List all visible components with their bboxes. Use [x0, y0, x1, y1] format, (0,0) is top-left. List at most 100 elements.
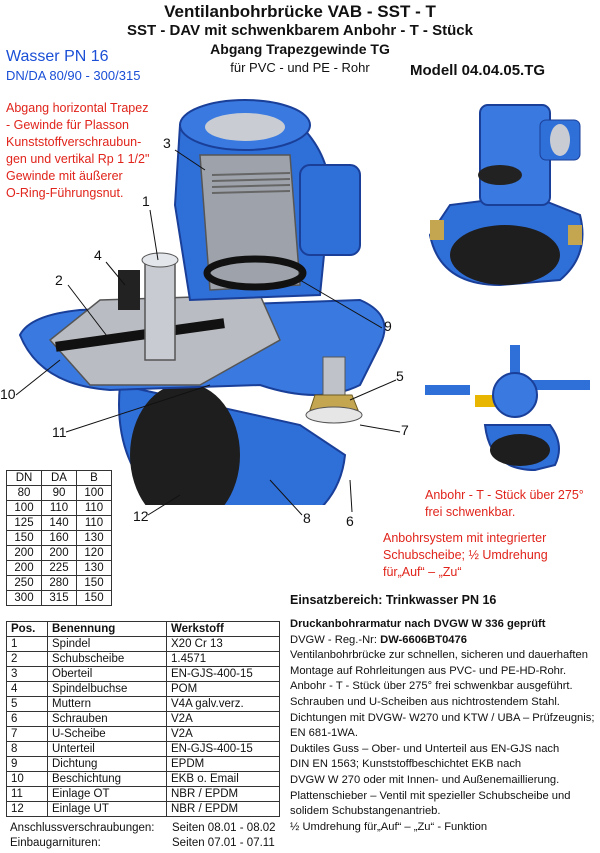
table-cell: V4A galv.verz. — [166, 696, 280, 712]
callout-7: 7 — [401, 422, 409, 438]
callout-5: 5 — [396, 368, 404, 384]
table-cell: Unterteil — [47, 741, 167, 757]
callout-12: 12 — [133, 508, 149, 524]
table-cell: 130 — [76, 530, 112, 546]
title-line-3: Abgang Trapezgewinde TG — [210, 41, 390, 57]
table-header: Pos. — [6, 621, 48, 637]
table-cell: 80 — [6, 485, 42, 501]
table-cell: 280 — [41, 575, 77, 591]
note-abgang: Abgang horizontal Trapez - Gewinde für P… — [6, 100, 176, 202]
table-cell: Oberteil — [47, 666, 167, 682]
table-cell: EN-GJS-400-15 — [166, 666, 280, 682]
callout-6: 6 — [346, 513, 354, 529]
table-cell: EKB o. Email — [166, 771, 280, 787]
table-cell: 225 — [41, 560, 77, 576]
table-cell: 150 — [76, 575, 112, 591]
description-line: DVGW W 270 oder mit Innen- und Außenemai… — [290, 773, 560, 786]
table-cell: 3 — [6, 666, 48, 682]
table-cell: 125 — [6, 515, 42, 531]
description-line: EN 681-1WA. — [290, 727, 358, 740]
note-line: Kunststoffverschraubun- — [6, 135, 142, 149]
table-cell: U-Scheibe — [47, 726, 167, 742]
callout-8: 8 — [303, 510, 311, 526]
medium-label: Wasser PN 16 — [6, 48, 109, 65]
footer-label: Einbaugarnituren: — [10, 837, 101, 849]
table-cell: 160 — [41, 530, 77, 546]
table-cell: 6 — [6, 711, 48, 727]
callout-3: 3 — [163, 135, 171, 151]
table-header-row: DN DA B — [6, 470, 112, 486]
table-cell: Schrauben — [47, 711, 167, 727]
table-cell: 110 — [76, 515, 112, 531]
table-cell: 11 — [6, 786, 48, 802]
table-cell: 110 — [41, 500, 77, 516]
description-line: Plattenschieber – Ventil mit spezieller … — [290, 789, 571, 802]
callout-1: 1 — [142, 193, 150, 209]
table-cell: Beschichtung — [47, 771, 167, 787]
note-line: Gewinde mit äußerer — [6, 169, 123, 183]
table-cell: 100 — [76, 485, 112, 501]
table-cell: X20 Cr 13 — [166, 636, 280, 652]
table-cell: 130 — [76, 560, 112, 576]
title-line-4: für PVC - und PE - Rohr — [230, 60, 370, 75]
description-line: Dichtungen mit DVGW- W270 und KTW / UBA … — [290, 711, 595, 724]
table-cell: 1.4571 — [166, 651, 280, 667]
description-subheading: Druckanbohrarmatur nach DVGW W 336 geprü… — [290, 618, 546, 630]
table-cell: 12 — [6, 801, 48, 817]
table-cell: 9 — [6, 756, 48, 772]
table-cell: POM — [166, 681, 280, 697]
description-line: ½ Umdrehung für„Auf“ – „Zu“ - Funktion — [290, 820, 488, 833]
table-cell: Einlage OT — [47, 786, 167, 802]
footer-label: Anschlussverschraubungen: — [10, 822, 155, 834]
note-anbohr: Anbohrsystem mit integrierter Schubschei… — [383, 530, 598, 581]
note-line: Abgang horizontal Trapez — [6, 101, 149, 115]
model-number: Modell 04.04.05.TG — [410, 62, 546, 79]
note-schwenk: Anbohr - T - Stück über 275° frei schwen… — [425, 487, 595, 521]
table-cell: NBR / EPDM — [166, 786, 280, 802]
table-cell: EN-GJS-400-15 — [166, 741, 280, 757]
table-cell: 200 — [6, 545, 42, 561]
title-line-2: SST - DAV mit schwenkbarem Anbohr - T - … — [127, 22, 473, 39]
table-cell: V2A — [166, 711, 280, 727]
note-line: frei schwenkbar. — [425, 505, 516, 519]
table-cell: 150 — [6, 530, 42, 546]
table-cell: 5 — [6, 696, 48, 712]
description-line: Anbohr - T - Stück über 275° frei schwen… — [290, 680, 573, 693]
reg-label: DVGW - Reg.-Nr: — [290, 633, 378, 646]
callout-leader-lines — [15, 149, 401, 516]
table-cell: 1 — [6, 636, 48, 652]
table-cell: 4 — [6, 681, 48, 697]
note-line: gen und vertikal Rp 1 1/2" — [6, 152, 150, 166]
dn-range: DN/DA 80/90 - 300/315 — [6, 68, 141, 83]
table-cell: 200 — [6, 560, 42, 576]
description-line: Schrauben und U-Scheiben aus nichtrosten… — [290, 695, 560, 708]
callout-11: 11 — [52, 424, 67, 440]
description-line: solidem Schubstangenantrieb. — [290, 805, 441, 818]
rotated-view-illustration — [428, 104, 584, 287]
callout-4: 4 — [94, 247, 102, 263]
callout-2: 2 — [55, 272, 63, 288]
description-line: Montage auf Rohrleitungen aus PVC- und P… — [290, 664, 567, 677]
description-line: DIN EN 1563; Kunststoffbeschichtet EKB n… — [290, 758, 522, 771]
callout-10: 10 — [0, 386, 16, 402]
table-header: B — [76, 470, 112, 486]
description-heading: Einsatzbereich: Trinkwasser PN 16 — [290, 593, 497, 607]
